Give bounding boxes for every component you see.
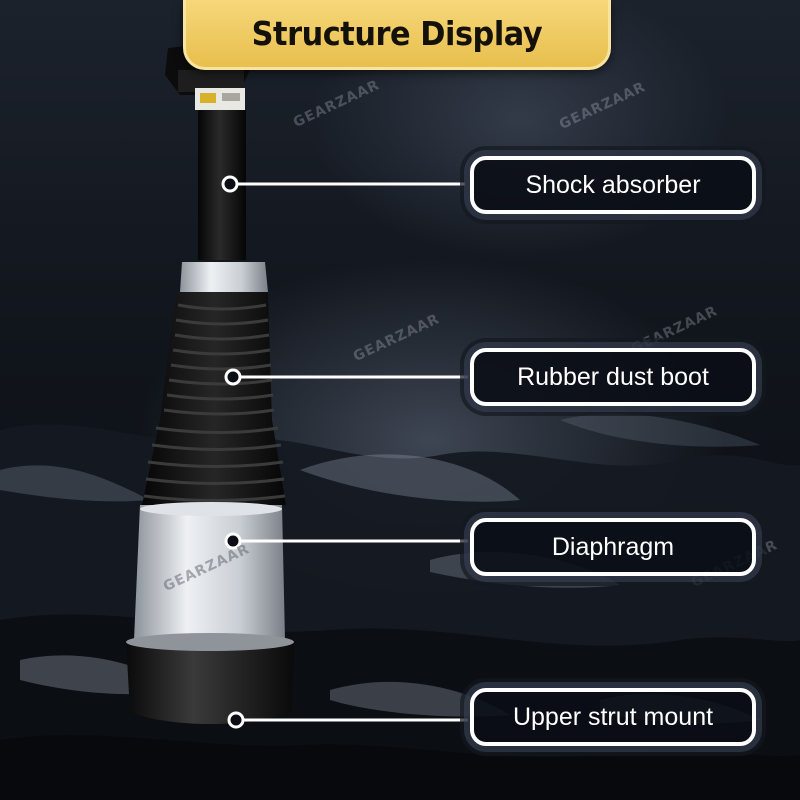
diaphragm-chamber: [134, 505, 285, 640]
page-title: Structure Display: [251, 14, 543, 53]
callout-upper-strut-mount: Upper strut mount: [470, 688, 756, 746]
pin-mount: [227, 711, 245, 729]
pin-boot: [224, 368, 242, 386]
callout-label: Diaphragm: [551, 532, 675, 561]
callout-label: Upper strut mount: [512, 702, 714, 731]
title-banner: Structure Display: [183, 0, 611, 70]
callout-diaphragm: Diaphragm: [470, 518, 756, 576]
pin-diaphragm: [224, 532, 242, 550]
callout-rubber-dust-boot: Rubber dust boot: [470, 348, 756, 406]
pin-shock: [221, 175, 239, 193]
upper-collar: [180, 262, 268, 292]
rubber-dust-boot: [142, 292, 286, 505]
callout-label: Rubber dust boot: [517, 362, 709, 391]
bottom-cap: [126, 640, 294, 724]
callout-label: Shock absorber: [525, 170, 701, 199]
callout-shock-absorber: Shock absorber: [470, 156, 756, 214]
